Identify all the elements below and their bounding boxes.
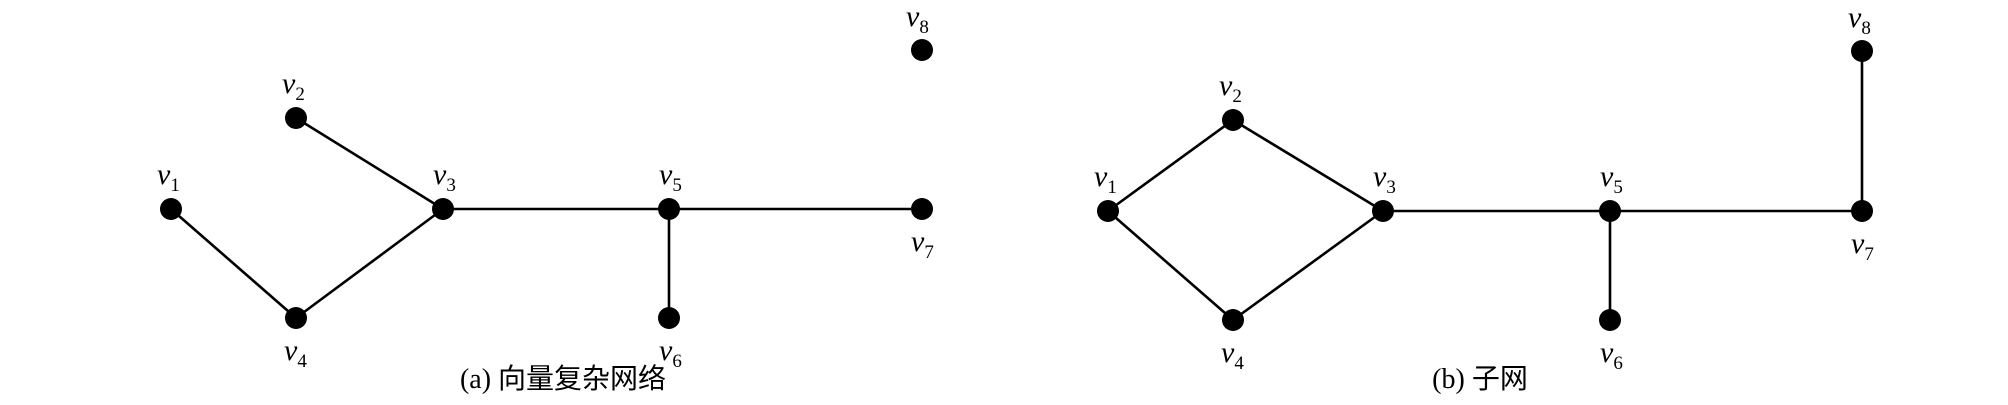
edge-b-v1-v2 bbox=[1107, 118, 1234, 213]
node-label-base: v bbox=[1851, 227, 1865, 260]
node-label-b-v2: v2 bbox=[1219, 69, 1242, 107]
node-label-subscript: 1 bbox=[170, 175, 180, 196]
edge-b-v4-v3 bbox=[1232, 209, 1384, 322]
node-b-v2 bbox=[1222, 109, 1244, 131]
node-a-v8 bbox=[911, 39, 933, 61]
node-b-v3 bbox=[1372, 200, 1394, 222]
node-label-b-v4: v4 bbox=[1221, 336, 1244, 374]
node-label-subscript: 3 bbox=[446, 175, 456, 196]
node-label-b-v1: v1 bbox=[1094, 160, 1117, 198]
node-label-subscript: 6 bbox=[672, 351, 682, 372]
node-label-base: v bbox=[906, 0, 920, 33]
node-label-a-v7: v7 bbox=[911, 225, 934, 263]
node-label-base: v bbox=[659, 158, 673, 191]
edge-b-v1-v4 bbox=[1107, 210, 1234, 321]
node-b-v6 bbox=[1599, 309, 1621, 331]
node-label-base: v bbox=[911, 225, 925, 258]
node-b-v4 bbox=[1222, 309, 1244, 331]
node-label-base: v bbox=[1373, 160, 1387, 193]
node-a-v6 bbox=[658, 307, 680, 329]
node-label-subscript: 4 bbox=[297, 351, 307, 372]
node-label-subscript: 7 bbox=[924, 242, 934, 263]
node-label-subscript: 5 bbox=[672, 175, 682, 196]
node-label-b-v5: v5 bbox=[1600, 160, 1623, 198]
caption-panel-b: (b) 子网 bbox=[1432, 364, 1528, 395]
node-label-base: v bbox=[433, 158, 447, 191]
node-label-b-v8: v8 bbox=[1848, 1, 1871, 39]
node-label-subscript: 2 bbox=[295, 84, 305, 105]
node-label-base: v bbox=[1221, 336, 1235, 369]
node-label-a-v6: v6 bbox=[659, 334, 682, 372]
node-label-base: v bbox=[1094, 160, 1108, 193]
node-a-v1 bbox=[160, 198, 182, 220]
node-a-v5 bbox=[658, 198, 680, 220]
node-label-base: v bbox=[1600, 336, 1614, 369]
node-label-b-v3: v3 bbox=[1373, 160, 1396, 198]
node-a-v2 bbox=[285, 107, 307, 129]
node-label-base: v bbox=[1219, 69, 1233, 102]
node-label-a-v4: v4 bbox=[284, 334, 307, 372]
node-label-a-v3: v3 bbox=[433, 158, 456, 196]
node-label-base: v bbox=[157, 158, 171, 191]
edge-a-v4-v3 bbox=[295, 207, 444, 320]
node-label-b-v7: v7 bbox=[1851, 227, 1874, 265]
node-label-a-v5: v5 bbox=[659, 158, 682, 196]
node-a-v4 bbox=[285, 307, 307, 329]
node-label-subscript: 6 bbox=[1613, 353, 1623, 374]
edge-a-v2-v3 bbox=[295, 116, 444, 211]
node-label-subscript: 7 bbox=[1864, 244, 1874, 265]
node-label-base: v bbox=[282, 67, 296, 100]
node-label-subscript: 5 bbox=[1613, 177, 1623, 198]
node-label-a-v2: v2 bbox=[282, 67, 305, 105]
caption-panel-a: (a) 向量复杂网络 bbox=[460, 363, 666, 395]
node-label-subscript: 4 bbox=[1234, 353, 1244, 374]
node-label-a-v1: v1 bbox=[157, 158, 180, 196]
node-label-subscript: 8 bbox=[1861, 18, 1871, 39]
node-b-v1 bbox=[1097, 200, 1119, 222]
edge-a-v1-v4 bbox=[170, 208, 297, 319]
node-label-base: v bbox=[1600, 160, 1614, 193]
node-label-subscript: 3 bbox=[1386, 177, 1396, 198]
node-label-b-v6: v6 bbox=[1600, 336, 1623, 374]
node-label-base: v bbox=[284, 334, 298, 367]
node-label-subscript: 8 bbox=[919, 17, 929, 38]
node-label-subscript: 1 bbox=[1107, 177, 1117, 198]
edge-b-v2-v3 bbox=[1232, 118, 1384, 213]
node-label-subscript: 2 bbox=[1232, 86, 1242, 107]
node-b-v8 bbox=[1851, 40, 1873, 62]
node-label-base: v bbox=[1848, 1, 1862, 34]
node-a-v3 bbox=[432, 198, 454, 220]
node-a-v7 bbox=[911, 198, 933, 220]
node-b-v7 bbox=[1851, 200, 1873, 222]
node-label-a-v8: v8 bbox=[906, 0, 929, 38]
node-b-v5 bbox=[1599, 200, 1621, 222]
node-label-base: v bbox=[659, 334, 673, 367]
